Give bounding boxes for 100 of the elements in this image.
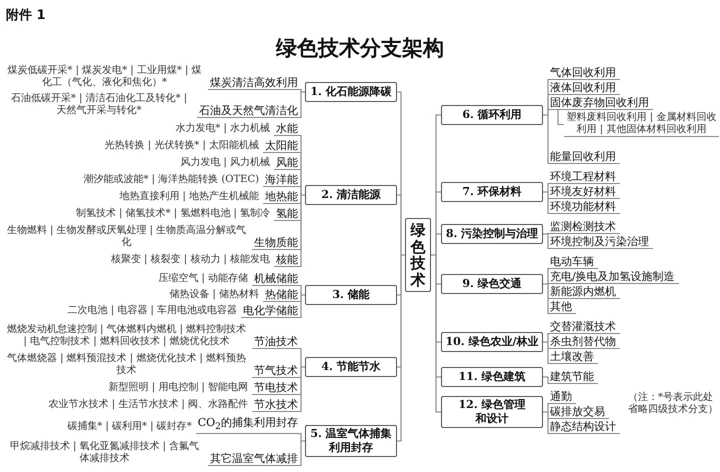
branch-text: 氢能 — [274, 207, 298, 221]
sub-branch-text: 压缩空气 | 动能存储 — [158, 273, 249, 286]
connector-line — [298, 366, 305, 412]
category-box — [441, 274, 543, 294]
branch-text: 节油技术 — [252, 335, 298, 349]
connector-line — [298, 440, 305, 466]
sub-branch-text: 甲烷减排技术 | 氧化亚氮减排技术 | 含氟气体减排技术 — [8, 441, 200, 466]
branch-text: 节气技术 — [252, 364, 298, 378]
category-label: 10. 绿色农业/林业 — [446, 335, 538, 349]
branch-text: 充电/换电及加氢设施制造 — [550, 270, 679, 284]
branch-text: 液体回收利用 — [550, 81, 620, 95]
category-label: 6. 循环利用 — [462, 108, 522, 122]
sub-branch-text: 碳捕集* | 碳利用* | 碳封存* — [67, 421, 193, 434]
branch-text: 地热能 — [263, 190, 298, 204]
root-label: 绿色技术 — [410, 222, 426, 288]
branch-text: 环境友好材料 — [550, 185, 620, 199]
footnote-text: （注：*号表示此处省略四级技术分支） — [628, 392, 718, 416]
root-box — [405, 218, 431, 292]
category-box — [441, 396, 543, 428]
attachment-label: 附件 1 — [6, 7, 46, 24]
branch-text: 石油及天然气清洁化 — [197, 104, 298, 118]
connector-line — [543, 114, 550, 164]
sub-branch-text: 农业节水技术 | 生活节水技术 | 阀、水路配件 — [48, 399, 249, 412]
branch-text: 太阳能 — [263, 139, 298, 153]
branch-text: 风能 — [274, 156, 298, 170]
category-label: 7. 环保材料 — [462, 185, 522, 199]
sub-branch-text: 储热设备 | 储热材料 — [169, 289, 260, 302]
connector-line — [397, 254, 405, 442]
sub-branch-text: 石油低碳开采* | 清洁石油化工及转化* | 天然气开采与转化* — [10, 93, 188, 118]
sub-branch-text: 光热转换 | 光伏转换* | 太阳能机械 — [104, 140, 260, 153]
branch-text: 水能 — [274, 122, 298, 136]
category-label: 9. 绿色交通 — [462, 277, 522, 291]
connector-line — [543, 341, 550, 364]
branch-text: 电动车辆 — [550, 255, 598, 269]
connector-line — [543, 411, 550, 434]
connector-line — [298, 91, 305, 118]
branch-text: 杀虫剂替代物 — [550, 335, 620, 349]
sub-branch-text: 风力发电 | 风力机械 — [180, 157, 271, 170]
branch-text: 煤炭清洁高效利用 — [208, 76, 298, 90]
sub-branch-text: 水力发电* | 水力机械 — [175, 123, 271, 136]
branch-text: 节电技术 — [252, 381, 298, 395]
category-box — [441, 224, 543, 244]
branch-text: 气体回收利用 — [550, 66, 620, 80]
sub-branch-text: 生物燃料 | 生物发酵或厌氧处理 | 生物质高温分解或气化 — [6, 225, 248, 250]
category-box — [441, 105, 543, 125]
connector-line — [298, 294, 305, 318]
category-label: 3. 储能 — [332, 288, 370, 302]
branch-text: 能量回收利用 — [550, 150, 620, 164]
sub-branch-text: 制氢技术 | 储氢技术* | 氢燃料电池 | 氢制冷 — [76, 208, 271, 221]
connector-line — [543, 233, 550, 250]
sub-branch-text: 潮汐能或波能* | 海洋热能转换 (OTEC) — [83, 174, 260, 187]
connector-line — [543, 376, 550, 384]
category-box — [305, 185, 397, 205]
branch-text: 其他 — [550, 300, 576, 314]
sub-branch-text: 塑料废料回收利用 | 金属材料回收利用 | 其他固体材料回收利用 — [564, 112, 719, 137]
branch-text: 海洋能 — [263, 173, 298, 187]
branch-text: 环境工程材料 — [550, 170, 620, 184]
branch-text: 节水技术 — [252, 398, 298, 412]
category-label: 5. 温室气体捕集利用封存 — [309, 427, 393, 455]
connector-line — [557, 110, 564, 126]
sub-branch-text: 燃烧发动机怠速控制 | 气体燃料内燃机 | 燃料控制技术 | 电气控制技术 | 燃料回收技术 | 燃烧优化技术 — [6, 324, 248, 349]
branch-text: CO$_{2}$的捕集利用封存 — [196, 416, 298, 434]
branch-text: 新能源内燃机 — [550, 285, 620, 299]
branch-text: 生物质能 — [252, 236, 298, 250]
branch-text: 环境控制及污染治理 — [550, 235, 653, 249]
branch-text: 土壤改善 — [550, 350, 598, 364]
sub-branch-text: 核聚变 | 核裂变 | 核动力 | 核能发电 — [110, 254, 271, 267]
sub-branch-text: 煤炭低碳开采* | 煤炭发电* | 工业用煤* | 煤化工（气化、液化和焦化）* — [6, 65, 203, 90]
branch-text: 热储能 — [263, 288, 298, 302]
branch-text: 通勤 — [550, 390, 576, 404]
branch-text: 核能 — [274, 253, 298, 267]
diagram-title: 绿色技术分支架构 — [274, 35, 445, 62]
category-label: 4. 节能节水 — [321, 360, 381, 374]
category-label: 1. 化石能源降碳 — [310, 85, 392, 99]
sub-branch-text: 二次电池 | 电容器 | 车用电池或电容器 — [68, 305, 238, 318]
category-box — [441, 332, 543, 352]
category-label: 11. 绿色建筑 — [458, 370, 526, 384]
branch-text: 建筑节能 — [550, 370, 598, 384]
branch-text: 机械储能 — [252, 272, 298, 286]
category-box — [305, 285, 397, 305]
sub-branch-text: 气体燃烧器 | 燃料预混技术 | 燃烧优化技术 | 燃料预热技术 — [6, 353, 248, 378]
category-label: 12. 绿色管理和设计 — [458, 398, 526, 426]
branch-text: 静态结构设计 — [550, 420, 620, 434]
category-box — [305, 82, 397, 102]
branch-text: 电化学储能 — [241, 304, 298, 318]
sub-branch-text: 地热直接利用 | 地热产生机械能 — [119, 191, 260, 204]
branch-text: 环境功能材料 — [550, 200, 620, 214]
branch-text: 固体废弃物回收利用 — [550, 96, 653, 110]
sub-branch-text: 新型照明 | 用电控制 | 智能电网 — [108, 382, 249, 395]
branch-text: 监测检测技术 — [550, 220, 620, 234]
category-label: 8. 污染控制与治理 — [446, 227, 538, 241]
category-box — [441, 182, 543, 202]
branch-text: 交替灌溉技术 — [550, 320, 620, 334]
connector-line — [431, 254, 441, 413]
connector-line — [543, 283, 550, 314]
category-box — [305, 357, 397, 377]
connector-line — [543, 191, 550, 214]
connector-line — [298, 194, 305, 268]
branch-text: 其它温室气体减排 — [208, 452, 298, 466]
branch-text: 碳排放交易 — [550, 405, 609, 419]
